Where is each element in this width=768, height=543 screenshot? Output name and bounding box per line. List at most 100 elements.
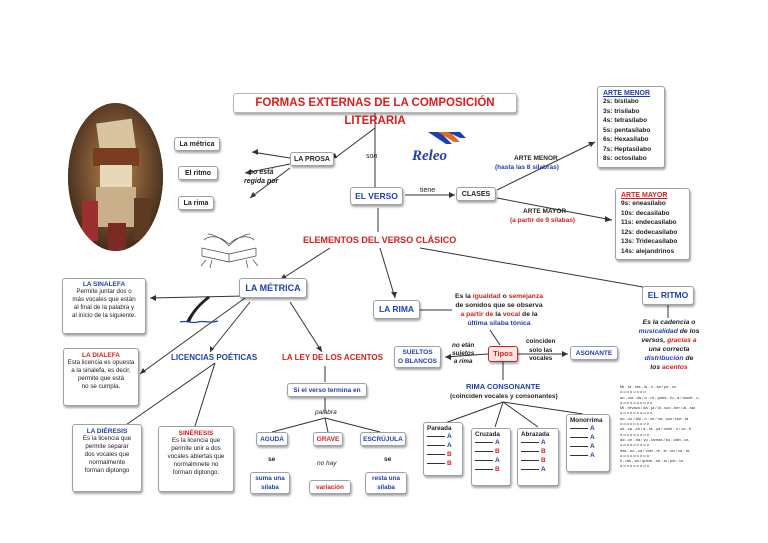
arte-menor-item: 8s: octosílabo bbox=[603, 155, 647, 162]
arte-mayor-item: 11s: endecasílabo bbox=[621, 219, 677, 226]
releo-logo: Releo bbox=[410, 128, 470, 166]
open-book-icon bbox=[200, 233, 259, 269]
scheme-line: A bbox=[521, 438, 555, 447]
blank-line bbox=[475, 442, 493, 443]
scheme-line: A bbox=[475, 438, 507, 447]
portrait-image bbox=[68, 103, 163, 251]
clases-node: CLASES bbox=[456, 187, 496, 201]
scheme-line: B bbox=[427, 459, 459, 468]
rhyme-letter: A bbox=[590, 434, 595, 441]
consonante-note: (coinciden vocales y consonantes) bbox=[450, 393, 558, 400]
ritmo-scheme-line: aú - co / tiái - ó - ce / na - suo / lav… bbox=[620, 415, 689, 421]
ritmo-scheme-line: o o o o o o o o o bbox=[620, 421, 649, 427]
rhyme-letter: B bbox=[541, 448, 546, 455]
rhyme-letter: A bbox=[541, 466, 546, 473]
asonante-node: ASONANTE bbox=[570, 346, 618, 360]
arte-menor-label: ARTE MENOR bbox=[514, 155, 558, 162]
book-figure-icon bbox=[68, 103, 163, 251]
rima-node: LA RIMA bbox=[373, 300, 420, 319]
licencias-label: LICENCIAS POÉTICAS bbox=[171, 353, 258, 362]
rhyme-letter: B bbox=[495, 466, 500, 473]
logo-text: Releo bbox=[412, 148, 447, 164]
rhyme-letter: A bbox=[541, 439, 546, 446]
rima-definition: Es la igualdad o semejanza de sonidos qu… bbox=[454, 293, 544, 327]
ritmo-scheme-line: an - cia - da / a - rá - yales - fo - a … bbox=[620, 394, 700, 400]
blank-line bbox=[475, 460, 493, 461]
arte-menor-list: 2s: bisílabo 3s: trisílabo 4s: tetrasílabo… bbox=[603, 97, 659, 164]
main-title: FORMAS EXTERNAS DE LA COMPOSICIÓN LITERA… bbox=[255, 97, 495, 127]
ritmo-scheme-line: ad - ce - da / yu - lareda / ko - ialin … bbox=[620, 436, 689, 442]
blank-line bbox=[427, 445, 445, 446]
arte-mayor-item: 10s: decasílabo bbox=[621, 209, 670, 217]
scheme-line: B bbox=[521, 456, 555, 465]
scheme-line: A bbox=[570, 442, 606, 451]
scheme-line: A bbox=[427, 432, 459, 441]
scheme-line: A bbox=[521, 465, 555, 474]
rhyme-letter: B bbox=[447, 451, 452, 458]
blank-line bbox=[570, 446, 588, 447]
ritmo-scheme-line: Mi - revava / dá - ja / di - sco - ber /… bbox=[620, 405, 695, 411]
arte-menor-item: 4s: tetrasílabo bbox=[603, 117, 648, 124]
arte-mayor-item: 12s: dodecasílabo bbox=[621, 228, 678, 236]
ritmo-scheme-line: o o o o o o o o o bbox=[620, 463, 649, 469]
arte-menor-item: 2s: bisílabo bbox=[603, 98, 639, 105]
scheme-line: A bbox=[427, 441, 459, 450]
scheme-line: B bbox=[475, 447, 507, 456]
sueltos-node: SUELTOS O BLANCOS bbox=[394, 346, 441, 368]
prosa-item-metrica: La métrica bbox=[174, 137, 220, 151]
arte-mayor-label: ARTE MAYOR bbox=[523, 208, 567, 215]
ritmo-scheme-line: o o o o o o o o o o bbox=[620, 410, 653, 416]
blank-line bbox=[521, 451, 539, 452]
ritmo-scheme-line: o o o o o o o o o bbox=[620, 442, 649, 448]
suma-text: suma una sílaba bbox=[255, 475, 285, 491]
main-title-box: FORMAS EXTERNAS DE LA COMPOSICIÓN LITERA… bbox=[233, 93, 517, 127]
open-book-image bbox=[198, 232, 260, 270]
scheme-line: A bbox=[570, 451, 606, 460]
prosa-item-ritmo: El ritmo bbox=[178, 166, 218, 180]
arte-menor-item: 7s: Heptasílabo bbox=[603, 145, 652, 153]
rhyme-letter: A bbox=[590, 443, 595, 450]
suma-node: suma una sílaba bbox=[250, 472, 290, 494]
esdrujula-node: ESCRÚJULA bbox=[360, 432, 406, 446]
arte-mayor-item: 9s: eneasílabo bbox=[621, 200, 666, 207]
rhyme-letter: B bbox=[541, 457, 546, 464]
arte-menor-item: 3s: trisílabo bbox=[603, 107, 640, 115]
rhyme-letter: A bbox=[590, 452, 595, 459]
scheme-line: B bbox=[475, 465, 507, 474]
ritmo-definition: Es la cadencia o musicalidad de los vers… bbox=[638, 319, 700, 371]
arte-mayor-item: 13s: Tridecasílabo bbox=[621, 238, 678, 245]
arte-menor-item: 5s: pentasílabo bbox=[603, 126, 651, 134]
blank-line bbox=[475, 469, 493, 470]
palabra-label: palabra bbox=[315, 409, 337, 416]
aguda-node: AGUDA bbox=[256, 432, 288, 446]
se-label-1: se bbox=[268, 456, 276, 463]
arte-mayor-list: 9s: eneasílabo 10s: decasílabo 11s: endeca… bbox=[621, 199, 684, 256]
scheme-line: A bbox=[570, 424, 606, 433]
prosa-node: LA PROSA bbox=[290, 152, 334, 166]
metrica-node: LA MÉTRICA bbox=[239, 278, 307, 298]
no-sujetos-label: no etán sujetos a rima bbox=[452, 342, 475, 365]
prosa-son: son bbox=[366, 153, 378, 160]
ritmo-scheme-line: Mi - ra - rás - la - ri - sa / pe - ra. bbox=[620, 384, 677, 389]
nohay-label: no hay bbox=[317, 460, 337, 467]
rhyme-letter: A bbox=[590, 425, 595, 432]
rhyme-letter: B bbox=[495, 448, 500, 455]
grave-node: GRAVE bbox=[313, 432, 343, 446]
sinalefa-box: LA SINALEFA Permite juntar dos o más voc… bbox=[62, 278, 146, 334]
prosa-regida: no está regida por bbox=[244, 169, 279, 185]
rhyme-letter: A bbox=[495, 439, 500, 446]
ritmo-scheme-line: o o o o o o o o bbox=[620, 389, 646, 395]
blank-line bbox=[570, 455, 588, 456]
blank-line bbox=[475, 451, 493, 452]
ritmo-node: EL RITMO bbox=[642, 286, 694, 305]
termina-node: Si el verso termina en bbox=[287, 383, 367, 397]
variacion-node: variación bbox=[309, 480, 351, 494]
arte-mayor-item: 14s: alejandrinos bbox=[621, 247, 675, 255]
rhyme-letter: A bbox=[495, 457, 500, 464]
